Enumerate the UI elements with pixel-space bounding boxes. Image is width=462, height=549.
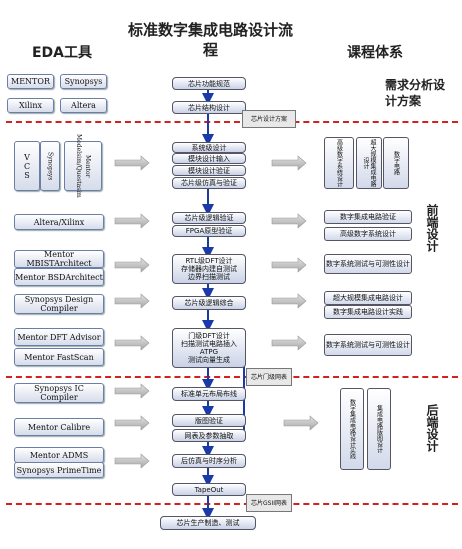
course-test-dft-2: 数字系统测试与可测性设计 [324,334,412,356]
course-advanced-digital-system: 高级数字系统设计 [324,137,354,189]
tool-modelsim: Mentor Modelsim/Questasim [64,134,102,198]
tool-calibre: Mentor Calibre [14,418,104,436]
course-digital-ic-practice: 数字集成电路设计实践 [324,305,412,319]
tool-altera-xilinx: Altera/Xilinx [14,214,104,230]
divider-front-end [6,121,458,123]
flow-layout-verify: 版图验证 [172,414,246,427]
arrow-flow-course-2 [271,213,307,229]
tool-primetime: Synopsys PrimeTime [14,462,104,478]
flow-arch: 芯片结构设计 [172,101,246,114]
course-test-dft: 数字系统测试与可测性设计 [324,254,412,274]
flow-synthesis: 芯片级逻辑综合 [172,296,246,310]
tool-design-compiler: Synopsys Design Compiler [14,294,104,314]
course-digital-ic-practice-2: 数字集成电路设计实践 [340,388,364,470]
arrow-tool-flow-5 [114,335,150,351]
tool-fastscan: Mentor FastScan [14,348,104,366]
arrow-tool-flow-1 [114,155,150,171]
label-requirements: 需求分析设计方案 [385,78,446,108]
course-vlsi-design: 超大规模集成电路设计 [356,137,382,189]
arrow-tool-flow-8 [114,453,150,469]
course-ic-layout-design: 集成电路版图设计 [367,388,391,470]
tool-synopsys: Synopsys [60,74,107,89]
arrow-flow-course-6 [283,415,319,431]
arrow-tool-flow-7 [114,415,150,431]
arrow-tool-flow-3 [114,257,150,273]
tool-altera: Altera [60,98,107,113]
tool-xilinx: Xilinx [7,98,54,113]
flow-logic-verify: 芯片级逻辑验证 [172,212,246,224]
course-advanced-digital-system-2: 高级数字系统设计 [324,227,412,241]
flow-fpga: FPGA原型验证 [172,225,246,237]
milestone-design-plan: 芯片设计方案 [242,110,296,128]
tool-vcs: VCS [14,141,40,191]
label-back-end: 后端设计 [425,404,439,452]
arrow-tool-flow-6 [114,383,150,399]
flow-title: 标准数字集成电路设计流程 [128,21,294,59]
flow-place-route: 标准单元布局布线 [172,387,246,401]
divider-back-end [6,376,458,378]
course-vlsi-design-2: 超大规模集成电路设计 [324,291,412,305]
tool-dft-advisor: Mentor DFT Advisor [14,328,104,346]
tool-mbistarchitect: Mentor MBISTArchitect [14,250,104,268]
arrow-flow-course-3 [271,257,307,273]
arrow-tool-flow-4 [114,293,150,309]
course-digital-circuit: 数字电路 [383,137,409,189]
tool-ic-compiler: Synopsys IC Compiler [14,383,104,403]
milestone-gate-netlist: 芯片门级网表 [246,368,292,386]
milestone-gdsii-netlist: 芯片GSII网表 [246,494,292,512]
arrow-flow-course-4 [271,293,307,309]
flow-spec: 芯片功能规范 [172,77,246,90]
course-digital-ic-verification: 数字集成电路验证 [324,210,412,224]
flow-module-verify: 模块设计验证 [172,165,246,176]
flow-manufacture: 芯片生产制造、测试 [160,516,256,530]
tool-bsdarchitect: Mentor BSDArchitect [14,268,104,286]
flow-module-input: 模块设计输入 [172,153,246,164]
tool-mentor: MENTOR [7,74,54,89]
label-front-end: 前端设计 [425,204,439,252]
tool-synopsys-sim: Synopsys [40,141,60,191]
flow-system: 系统级设计 [172,142,246,153]
eda-tools-header: EDA工具 [31,45,93,61]
flow-rtl-dft: RTL级DFT设计存储器内建自测试边界扫描测试 [172,254,246,284]
arrow-tool-flow-2 [114,213,150,229]
arrow-flow-course-1 [271,155,307,171]
flow-extraction: 网表及参数抽取 [172,429,246,442]
flow-tapeout: TapeOut [172,483,246,496]
courses-header: 课程体系 [347,45,403,61]
flow-chip-sim: 芯片级仿真与验证 [172,177,246,189]
flow-post-sim: 后仿真与时序分析 [172,454,246,468]
arrow-flow-course-5 [271,335,307,351]
divider-tapeout [6,503,458,505]
